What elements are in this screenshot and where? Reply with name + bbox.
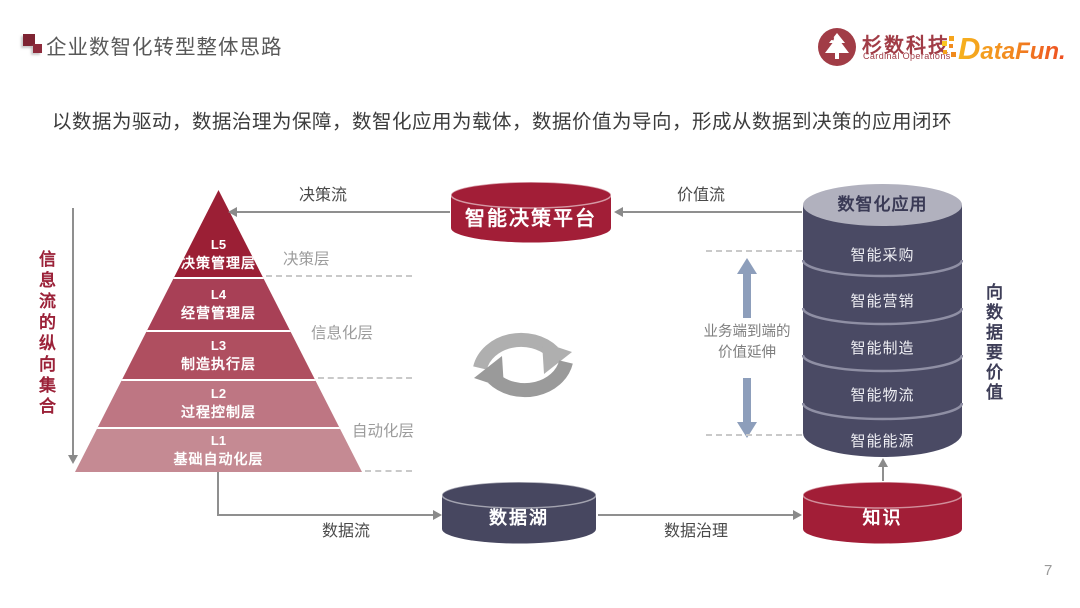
app-item-energy: 智能能源 xyxy=(850,433,915,450)
tier-label-informatization: 信息化层 xyxy=(311,325,374,342)
tier-divider xyxy=(318,377,412,379)
tier-label-decision: 决策层 xyxy=(283,251,330,268)
cycle-refresh-icon xyxy=(473,332,573,398)
data-flow-arrowhead-icon xyxy=(433,510,442,520)
pyramid-level-name: 决策管理层 xyxy=(181,254,256,271)
decision-platform-cylinder: 智能决策平台 xyxy=(450,181,612,244)
governance-flow-line xyxy=(598,514,795,516)
info-flow-axis-label: 信息流的纵向集合 xyxy=(36,250,55,418)
datafun-logo-text: DataFun. xyxy=(958,31,1066,66)
app-item-manufacturing: 智能制造 xyxy=(850,340,915,357)
datafun-logo: DataFun. xyxy=(940,27,1080,71)
applications-title: 数智化应用 xyxy=(837,195,928,214)
pyramid-level-code: L5 xyxy=(210,236,227,252)
info-flow-arrowhead-icon xyxy=(68,455,78,464)
cardinal-logo-cn: 杉数科技 xyxy=(862,35,950,57)
value-extension-double-arrow-icon xyxy=(737,258,757,438)
value-extension-label: 业务端到端的 价值延伸 xyxy=(687,322,807,364)
pyramid-level-code: L3 xyxy=(210,337,227,353)
pyramid-level-name: 经营管理层 xyxy=(181,304,256,321)
value-extension-line1: 业务端到端的 xyxy=(703,324,791,340)
governance-flow-label: 数据治理 xyxy=(664,523,729,540)
decision-flow-label: 决策流 xyxy=(299,187,348,204)
title-bullet-icon-small xyxy=(33,44,42,53)
knowledge-to-apps-line xyxy=(882,465,884,481)
data-lake-cylinder: 数据湖 xyxy=(441,481,597,545)
cardinal-logo-en: Cardinal Operations xyxy=(863,51,951,61)
value-extension-bottom-dash xyxy=(706,434,802,436)
value-extension-top-dash xyxy=(706,250,802,252)
data-flow-line-vertical xyxy=(217,472,219,515)
governance-flow-arrowhead-icon xyxy=(793,510,802,520)
page-number: 7 xyxy=(1044,562,1053,579)
value-flow-label: 价值流 xyxy=(677,187,726,204)
pyramid-level-name: 过程控制层 xyxy=(181,404,256,421)
pyramid-level-code: L2 xyxy=(210,386,227,402)
decision-flow-line xyxy=(234,211,450,213)
tier-divider xyxy=(266,275,412,277)
title-bullet-icon xyxy=(23,34,35,46)
pyramid-level-name: 基础自动化层 xyxy=(173,450,264,467)
value-flow-line xyxy=(620,211,802,213)
knowledge-cylinder: 知识 xyxy=(802,481,963,545)
data-lake-label: 数据湖 xyxy=(489,507,549,528)
app-item-logistics: 智能物流 xyxy=(850,387,915,404)
pyramid-level-l2: L2 过程控制层 xyxy=(75,379,362,427)
data-flow-line xyxy=(217,514,434,516)
pine-tree-icon xyxy=(818,28,856,66)
decision-platform-label: 智能决策平台 xyxy=(465,207,597,230)
datafun-pixel-icon xyxy=(949,44,953,48)
knowledge-label: 知识 xyxy=(862,507,903,528)
tier-label-automation: 自动化层 xyxy=(352,423,415,440)
value-flow-arrowhead-icon xyxy=(614,207,623,217)
pyramid-level-l1: L1 基础自动化层 xyxy=(75,427,362,472)
tier-divider xyxy=(365,470,412,472)
datafun-pixel-icon xyxy=(951,52,956,57)
pyramid-level-code: L1 xyxy=(210,432,227,448)
value-from-data-axis-label: 向数据要价值 xyxy=(983,283,1002,403)
pyramid-level-code: L4 xyxy=(210,286,227,302)
app-item-procurement: 智能采购 xyxy=(850,247,915,264)
data-flow-label: 数据流 xyxy=(322,523,371,540)
datafun-pixel-icon xyxy=(949,36,954,41)
knowledge-to-apps-arrowhead-icon xyxy=(878,458,888,467)
pyramid-level-name: 制造执行层 xyxy=(181,355,256,372)
decision-flow-arrowhead-icon xyxy=(228,207,237,217)
value-extension-line2: 价值延伸 xyxy=(718,345,776,362)
datafun-pixel-icon xyxy=(943,50,947,54)
slide-subtitle: 以数据为驱动，数据治理为保障，数智化应用为载体，数据价值为导向，形成从数据到决策… xyxy=(52,111,953,133)
applications-cylinder xyxy=(802,184,963,457)
datafun-pixel-icon xyxy=(942,41,947,46)
info-flow-axis-line xyxy=(72,208,74,456)
app-item-marketing: 智能营销 xyxy=(850,293,915,310)
page-title: 企业数智化转型整体思路 xyxy=(46,36,283,59)
